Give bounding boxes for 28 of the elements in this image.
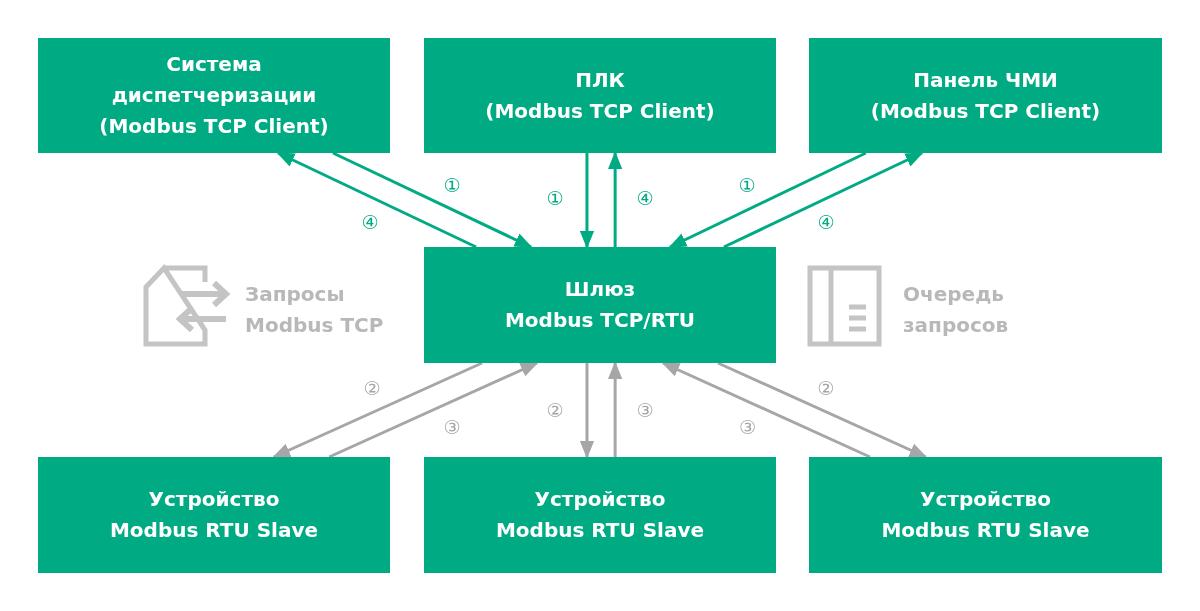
device-box [809,38,1162,153]
device-box [38,38,390,153]
arrow [276,151,477,249]
arrow [579,363,595,459]
arrow [717,361,928,459]
node-label: Шлюз Modbus TCP/RTU [504,276,696,334]
node-label: ПЛК (Modbus TCP Client) [485,66,715,125]
node-label: Панель ЧМИ (Modbus TCP Client) [870,66,1101,125]
device-box [38,457,390,573]
device-box [809,457,1162,573]
arrow [607,151,623,247]
side-note: Очередь запросов [903,281,1010,339]
gateway-box [424,247,776,363]
node-label: Устройство Modbus RTU Slave [881,486,1090,544]
arrow [723,151,924,249]
arrow [668,151,867,249]
arrow [607,361,623,457]
arrow [272,361,483,459]
device-box [424,38,776,153]
node-label: Система диспетчеризации (Modbus TCP Client) [99,51,329,140]
device-box [424,457,776,573]
node-label: Устройство Modbus RTU Slave [495,486,705,544]
arrow [332,151,533,249]
arrow [328,361,539,459]
arrow [579,153,595,249]
side-note: Запросы Modbus TCP [245,281,385,339]
node-label: Устройство Modbus RTU Slave [109,486,319,544]
arrow [661,361,871,459]
